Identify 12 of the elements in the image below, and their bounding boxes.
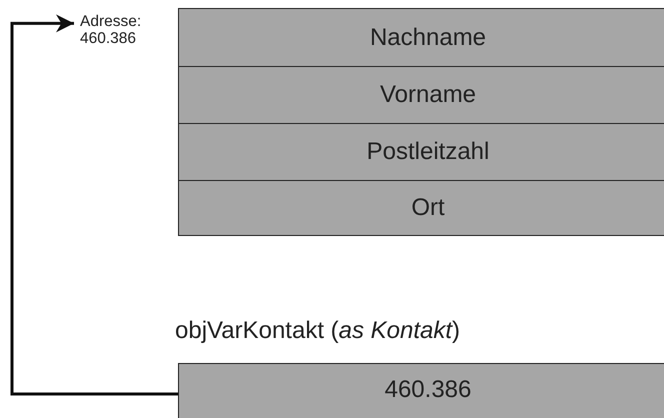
field-name: Nachname: [370, 24, 486, 52]
address-label: Adresse: 460.386: [80, 8, 162, 52]
field-row: [178, 66, 664, 124]
field-name: Ort: [411, 194, 445, 222]
field-name: Vorname: [380, 81, 476, 109]
variable-value: 460.386: [384, 376, 472, 404]
field-row: [178, 8, 664, 67]
field-row: [178, 180, 664, 236]
arrow: [10, 14, 178, 396]
variable-name: objVarKontakt (as Kontakt): [175, 317, 460, 345]
field-row: [178, 123, 664, 181]
field-name: Postleitzahl: [366, 138, 490, 166]
